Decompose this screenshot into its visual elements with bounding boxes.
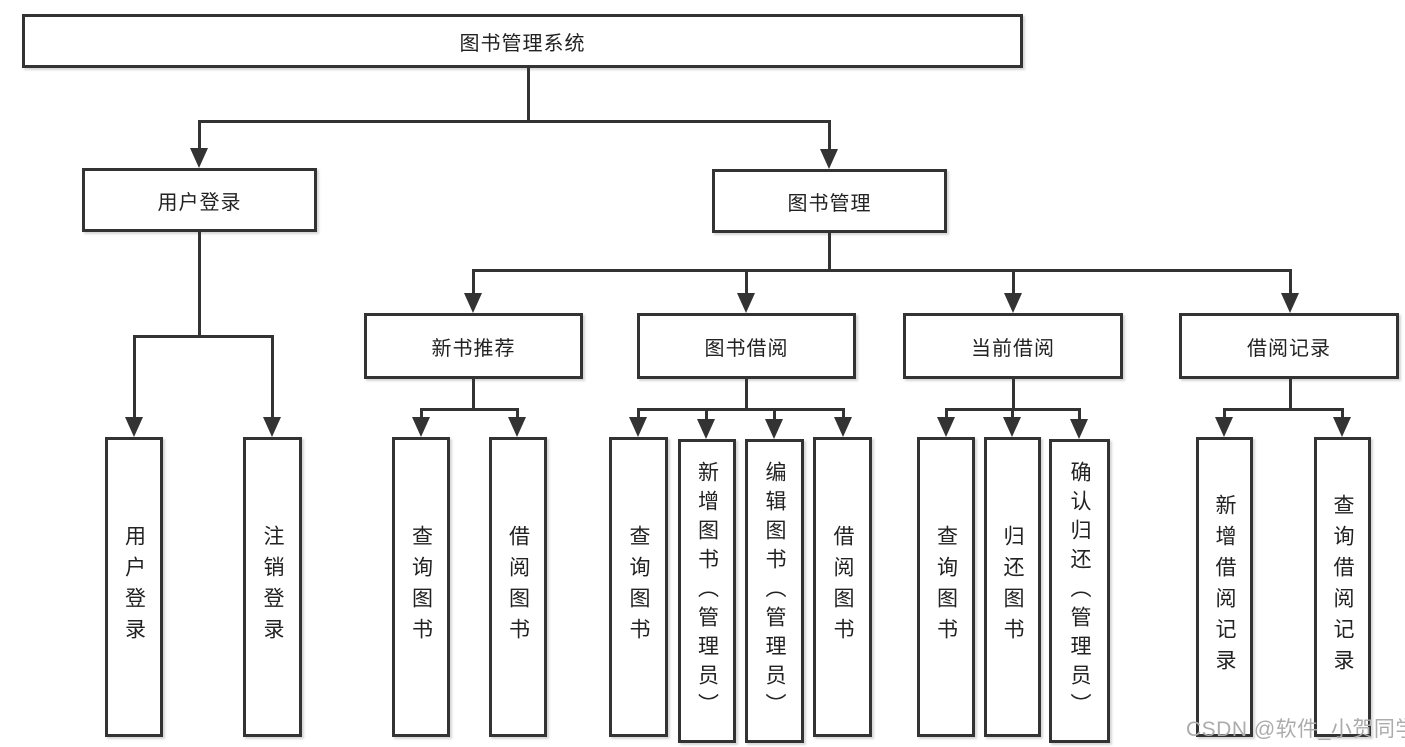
- connector-new-book-stem: [471, 379, 475, 409]
- connector-borrow-records-stem: [1288, 379, 1292, 409]
- leaf-query-books-borrow-label: 查询图书: [627, 525, 650, 649]
- leaf-edit-book-admin: 编辑图书（管理员）: [745, 439, 804, 743]
- leaf-query-books-recommend: 查询图书: [392, 437, 450, 737]
- node-book-borrow: 图书借阅: [637, 313, 856, 379]
- connector-borrow-records-hline: [1222, 407, 1344, 411]
- leaf-add-book-admin: 新增图书（管理员）: [678, 439, 736, 743]
- connector-current-borrow-stem: [1011, 379, 1015, 409]
- leaf-add-borrow-record: 新增借阅记录: [1196, 437, 1253, 737]
- leaf-return-book-label: 归还图书: [1001, 525, 1024, 649]
- leaf-return-book: 归还图书: [984, 437, 1041, 737]
- node-library-system: 图书管理系统: [22, 14, 1023, 68]
- arrow-down-icon: [937, 409, 955, 437]
- node-new-book-recommend: 新书推荐: [364, 313, 583, 379]
- leaf-user-login-label: 用户登录: [122, 525, 146, 649]
- leaf-logout-label: 注销登录: [261, 525, 284, 649]
- arrow-down-icon: [765, 409, 783, 439]
- connector-book-management-stem: [827, 233, 831, 270]
- connector-book-borrow-hline: [636, 407, 845, 411]
- arrow-down-icon: [1004, 270, 1022, 313]
- connector-user-login-hline: [132, 334, 274, 338]
- node-library-system-label: 图书管理系统: [459, 32, 586, 55]
- node-user-login: 用户登录: [82, 168, 317, 232]
- connector-book-management-hline: [471, 268, 1292, 272]
- arrow-down-icon: [1215, 409, 1233, 437]
- arrow-down-icon: [190, 121, 208, 168]
- arrow-down-icon: [508, 409, 526, 437]
- arrow-down-icon: [1333, 409, 1351, 437]
- leaf-confirm-return-admin: 确认归还（管理员）: [1049, 439, 1110, 743]
- leaf-query-books-current-label: 查询图书: [934, 525, 958, 649]
- leaf-query-borrow-record: 查询借阅记录: [1314, 437, 1371, 737]
- arrow-down-icon: [1070, 409, 1088, 439]
- node-book-management-label: 图书管理: [787, 192, 872, 215]
- node-new-book-recommend-label: 新书推荐: [431, 337, 516, 360]
- arrow-down-icon: [834, 409, 852, 437]
- connector-book-borrow-stem: [744, 379, 748, 409]
- connector-root-stem: [526, 68, 530, 121]
- leaf-borrow-books-recommend: 借阅图书: [489, 437, 547, 737]
- connector-root-hline: [197, 119, 831, 123]
- leaf-borrow-books: 借阅图书: [813, 437, 872, 737]
- node-borrow-records-label: 借阅记录: [1247, 337, 1331, 360]
- arrow-down-icon: [412, 409, 430, 437]
- node-current-borrow: 当前借阅: [903, 313, 1123, 379]
- arrow-down-icon: [737, 270, 755, 313]
- leaf-borrow-books-recommend-label: 借阅图书: [506, 525, 530, 649]
- node-book-borrow-label: 图书借阅: [704, 337, 789, 360]
- node-current-borrow-label: 当前借阅: [971, 337, 1055, 360]
- leaf-borrow-books-label: 借阅图书: [831, 525, 854, 649]
- arrow-down-icon: [1281, 270, 1299, 313]
- leaf-query-books-borrow: 查询图书: [609, 437, 668, 737]
- arrow-down-icon: [464, 270, 482, 313]
- arrow-down-icon: [697, 409, 715, 439]
- arrow-down-icon: [629, 409, 647, 437]
- csdn-watermark: CSDN @软件_小贺同学: [1186, 718, 1405, 741]
- node-borrow-records: 借阅记录: [1179, 313, 1399, 379]
- node-user-login-label: 用户登录: [157, 191, 242, 214]
- leaf-edit-book-admin-label: 编辑图书（管理员）: [763, 460, 786, 722]
- arrow-down-icon: [820, 121, 838, 169]
- arrow-down-icon: [263, 336, 281, 437]
- leaf-query-borrow-record-label: 查询借阅记录: [1331, 494, 1354, 680]
- leaf-query-books-current: 查询图书: [917, 437, 975, 737]
- leaf-query-books-recommend-label: 查询图书: [409, 525, 433, 649]
- leaf-add-borrow-record-label: 新增借阅记录: [1213, 494, 1236, 680]
- leaf-logout: 注销登录: [243, 437, 302, 737]
- node-book-management: 图书管理: [712, 169, 947, 233]
- connector-user-login-stem: [197, 232, 201, 336]
- arrow-down-icon: [1003, 409, 1021, 437]
- connector-new-book-hline: [419, 407, 519, 411]
- leaf-confirm-return-admin-label: 确认归还（管理员）: [1068, 460, 1091, 722]
- arrow-down-icon: [125, 336, 143, 437]
- leaf-add-book-admin-label: 新增图书（管理员）: [695, 460, 719, 722]
- leaf-user-login: 用户登录: [105, 437, 163, 737]
